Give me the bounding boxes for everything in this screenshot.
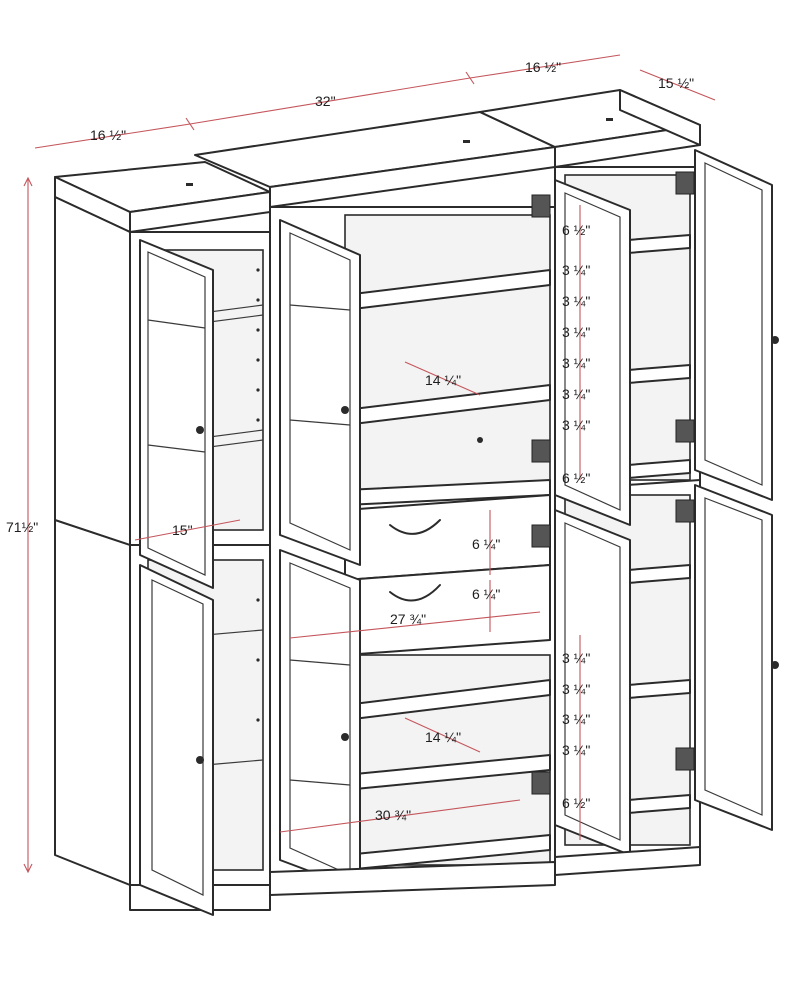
- right-upper-dim-0: 6 ½": [562, 222, 590, 238]
- left-upper-glass-door: [139, 239, 214, 589]
- drawer-top-label: 6 ¼": [472, 536, 500, 552]
- right-upper-dim-3: 3 ¼": [562, 324, 590, 340]
- drawer-bottom-label: 6 ¼": [472, 586, 500, 602]
- knob-icon: [341, 406, 349, 414]
- depth-label: 15 ½": [658, 75, 694, 91]
- right-lower-dim-4: 6 ½": [562, 795, 590, 811]
- left-lower-door: [139, 564, 214, 916]
- hinge-icon: [531, 194, 551, 218]
- right-upper-dim-4: 3 ¼": [562, 355, 590, 371]
- center-upper-glass-door: [279, 219, 361, 566]
- right-lower-right-door: [675, 484, 779, 831]
- dimension-lines: [23, 54, 716, 874]
- right-lower-dim-2: 3 ¼": [562, 711, 590, 727]
- center-lower-glass-door: [279, 549, 361, 891]
- knob-icon: [196, 426, 204, 434]
- crown-tops: [54, 89, 701, 233]
- right-lower-dim-0: 3 ¼": [562, 650, 590, 666]
- drawer-width-label: 27 ¾": [390, 611, 426, 627]
- hinge-icon: [531, 771, 551, 795]
- center-width-label: 32": [315, 93, 336, 109]
- hinge-icon: [531, 439, 551, 463]
- right-upper-dim-5: 3 ¼": [562, 386, 590, 402]
- knob-icon: [771, 336, 779, 344]
- left-shelf-depth-label: 15": [172, 522, 193, 538]
- center-upper-shelf-depth-label: 14 ¼": [425, 372, 461, 388]
- knob-icon: [341, 733, 349, 741]
- right-upper-right-glass-door: [675, 149, 779, 501]
- center-lower-shelf-depth-label: 14 ¼": [425, 729, 461, 745]
- center-bottom-width-label: 30 ¾": [375, 807, 411, 823]
- right-upper-left-glass-door: [531, 179, 631, 526]
- right-upper-dim-2: 3 ¼": [562, 293, 590, 309]
- right-upper-dim-1: 3 ¼": [562, 262, 590, 278]
- dimension-labels: 71½" 16 ½" 32" 16 ½" 15 ½" 15" 14 ¼" 14 …: [6, 59, 694, 823]
- right-lower-dim-3: 3 ¼": [562, 742, 590, 758]
- knob-icon: [771, 661, 779, 669]
- right-lower-dim-1: 3 ¼": [562, 681, 590, 697]
- left-width-label: 16 ½": [90, 127, 126, 143]
- hinge-icon: [531, 524, 551, 548]
- hinge-icon: [675, 499, 695, 523]
- hinge-icon: [675, 747, 695, 771]
- right-upper-dim-7: 6 ½": [562, 470, 590, 486]
- right-upper-dim-6: 3 ¼": [562, 417, 590, 433]
- knob-icon: [196, 756, 204, 764]
- hinge-icon: [675, 171, 695, 195]
- hinge-icon: [675, 419, 695, 443]
- overall-height-label: 71½": [6, 519, 38, 535]
- right-lower-left-glass-door: [531, 509, 631, 856]
- right-width-label: 16 ½": [525, 59, 561, 75]
